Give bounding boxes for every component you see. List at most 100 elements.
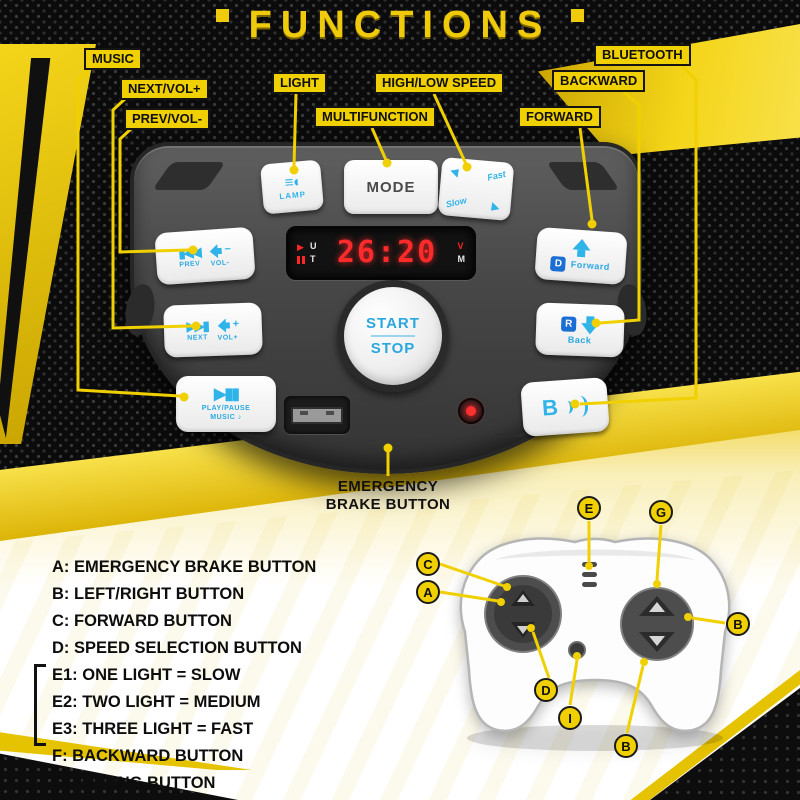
speed-led-2 — [582, 572, 597, 577]
vol-plus-label: VOL+ — [217, 333, 239, 342]
legend-e-bracket — [34, 664, 46, 746]
next-track-icon: ▶▶▮ — [186, 318, 208, 334]
reverse-gear-button[interactable]: R Back — [535, 302, 625, 358]
usb-slot-icon — [291, 406, 343, 424]
usb-port[interactable] — [284, 396, 350, 434]
remote-shadow — [467, 725, 723, 751]
prev-track-icon: ▮◀◀ — [177, 244, 201, 261]
label-next-vol: NEXT/VOL+ — [120, 78, 209, 100]
remote-sheen — [495, 549, 695, 560]
emergency-indicator-led — [458, 398, 484, 424]
volume-plus-sign: + — [232, 318, 240, 331]
label-music: MUSIC — [84, 48, 142, 70]
speed-led-1 — [582, 562, 597, 567]
callout-g: G — [649, 500, 673, 524]
vol-minus-label: VOL- — [210, 258, 230, 268]
speaker-icon — [215, 318, 230, 333]
legend-item: G: PAIRING BUTTON — [52, 774, 216, 792]
volume-minus-sign: − — [224, 243, 232, 256]
display-digits: 26:20 — [336, 235, 438, 270]
center-round-button[interactable] — [568, 641, 586, 659]
legend-item: A: EMERGENCY BRAKE BUTTON — [52, 558, 317, 576]
up-arrow-icon — [572, 238, 592, 251]
play-pause-music-button[interactable]: ▶▮▮ PLAY/PAUSE MUSIC ♪ — [176, 376, 276, 432]
start-stop-divider — [371, 335, 415, 337]
lamp-button[interactable]: ≡◖ LAMP — [259, 159, 325, 215]
mode-button[interactable]: MODE — [344, 160, 438, 214]
play-icon: ▶ — [297, 241, 304, 252]
legend-item: E2: TWO LIGHT = MEDIUM — [52, 693, 261, 711]
legend: A: EMERGENCY BRAKE BUTTON B: LEFT/RIGHT … — [34, 554, 317, 797]
back-gear-label: Back — [567, 334, 592, 345]
lamp-label: LAMP — [279, 189, 307, 201]
legend-item: E3: THREE LIGHT = FAST — [52, 720, 254, 738]
emergency-brake-label: EMERGENCY BRAKE BUTTON — [300, 478, 476, 514]
start-stop-button[interactable]: START STOP — [337, 280, 449, 392]
mode-label: MODE — [366, 178, 416, 196]
music-label: MUSIC ♪ — [210, 414, 242, 421]
legend-item: C: FORWARD BUTTON — [52, 612, 232, 630]
vent-left — [152, 162, 226, 190]
label-light: LIGHT — [272, 72, 327, 94]
legend-item: B: LEFT/RIGHT BUTTON — [52, 585, 245, 603]
down-arrow-icon — [580, 322, 600, 335]
prev-volume-down-button[interactable]: ▮◀◀ PREV − VOL- — [154, 226, 256, 286]
display-letter-v: V — [457, 241, 464, 251]
callout-a: A — [416, 580, 440, 604]
label-multifunction: MULTIFUNCTION — [314, 106, 436, 128]
stop-label: STOP — [370, 340, 416, 357]
next-volume-up-button[interactable]: ▶▶▮ NEXT + VOL+ — [163, 302, 263, 358]
left-drive-pad-inner — [494, 585, 552, 643]
play-pause-label: PLAY/PAUSE — [201, 405, 251, 412]
display-left-letters: U T — [310, 242, 317, 264]
headlight-icon: ≡◖ — [283, 172, 300, 192]
label-backward: BACKWARD — [552, 70, 646, 92]
sound-wave-icon — [561, 399, 574, 414]
prev-label: PREV — [179, 260, 201, 269]
callout-b-bottom: B — [614, 734, 638, 758]
display-letter-t: T — [310, 254, 316, 264]
display-right-letters: V M — [458, 242, 466, 264]
vent-right — [546, 162, 620, 190]
gear-r-key: R — [560, 316, 577, 332]
page-title: FUNCTIONS — [248, 4, 552, 46]
up-arrow-icon — [649, 602, 665, 612]
pause-icon — [297, 255, 305, 264]
label-high-low-speed: HIGH/LOW SPEED — [374, 72, 505, 94]
emergency-line2: BRAKE BUTTON — [325, 496, 451, 513]
title-accent-left — [215, 9, 229, 22]
title-bar: FUNCTIONS — [0, 4, 800, 47]
gear-d-key: D — [550, 255, 567, 272]
remote-control — [425, 520, 765, 770]
play-pause-icon: ▶▮▮ — [214, 386, 240, 403]
label-bluetooth: BLUETOOTH — [594, 44, 691, 66]
next-label: NEXT — [187, 334, 208, 342]
forward-gear-button[interactable]: D Forward — [534, 226, 628, 286]
callout-b-right: B — [726, 612, 750, 636]
display-playback-icons: ▶ — [297, 241, 305, 264]
music-note-icon: ♪ — [237, 414, 242, 421]
label-prev-vol: PREV/VOL- — [124, 108, 211, 130]
down-arrow-icon — [649, 636, 665, 646]
battery-voltage-display: ▶ U T 26:20 V M — [286, 226, 476, 280]
fast-slow-button[interactable]: Fast Slow — [437, 156, 515, 222]
callout-i: I — [558, 706, 582, 730]
control-panel: ≡◖ LAMP MODE Fast Slow ▶ U T 26:20 V M — [121, 142, 651, 474]
display-letter-u: U — [310, 241, 317, 251]
slow-label: Slow — [444, 195, 468, 210]
fast-icon — [450, 165, 463, 178]
emergency-line1: EMERGENCY — [337, 478, 439, 495]
title-accent-right — [571, 9, 585, 22]
bluetooth-pairing-button[interactable]: B — [520, 377, 610, 437]
up-arrow-icon — [517, 594, 529, 602]
sound-wave-icon — [572, 394, 589, 417]
callout-e: E — [577, 496, 601, 520]
callout-d: D — [534, 678, 558, 702]
label-forward: FORWARD — [518, 106, 601, 128]
fast-label: Fast — [486, 168, 508, 183]
legend-item: D: SPEED SELECTION BUTTON — [52, 639, 302, 657]
speed-led-3 — [582, 582, 597, 587]
slow-icon — [487, 202, 500, 215]
down-arrow-icon — [517, 626, 529, 634]
